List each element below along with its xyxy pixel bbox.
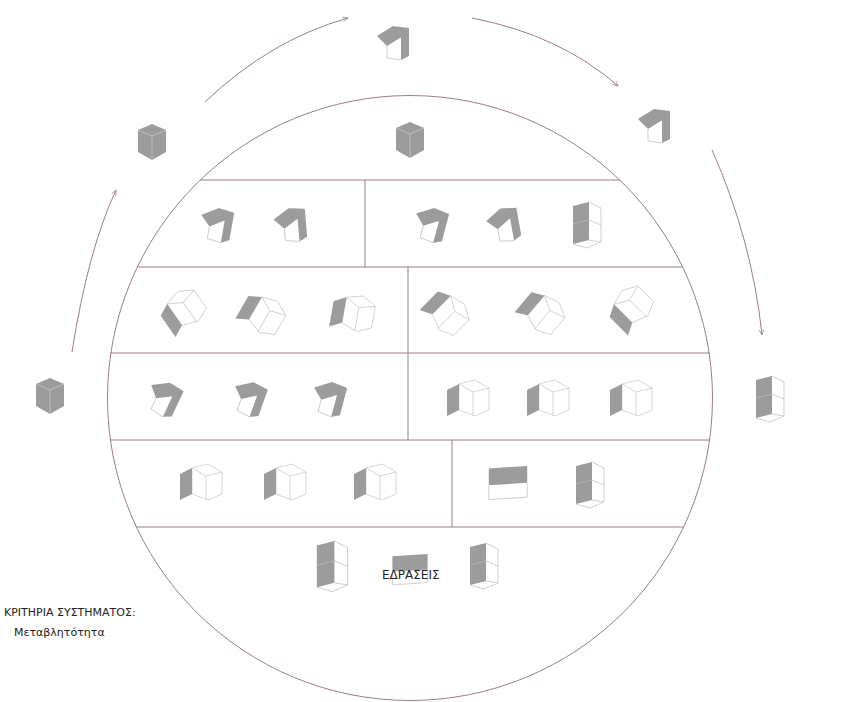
cube-glyph xyxy=(317,541,348,592)
cube-glyph xyxy=(141,376,184,420)
cube-glyph xyxy=(756,376,784,422)
cube-glyph xyxy=(515,285,570,340)
cube-glyph xyxy=(354,464,396,500)
cube-glyph xyxy=(396,122,424,158)
cube-glyph xyxy=(420,285,475,340)
cube-glyph xyxy=(603,280,658,335)
cube-glyph xyxy=(264,464,306,500)
cube-glyph xyxy=(377,26,409,60)
cube-glyph xyxy=(197,205,234,244)
criteria-note: Μεταβλητότητα xyxy=(14,626,105,639)
cube-glyph xyxy=(610,380,652,416)
band-label: ΕΔΡΑΣΕΙΣ xyxy=(382,568,440,582)
cube-glyph xyxy=(484,206,521,245)
cube-glyph xyxy=(470,543,498,589)
cube-glyph xyxy=(576,462,604,508)
cube-glyph xyxy=(447,380,489,416)
cube-glyph xyxy=(573,202,601,248)
cube-glyph xyxy=(489,466,527,500)
cube-glyph xyxy=(527,380,569,416)
criteria-note: ΚΡΙΤΗΡΙΑ ΣΥΣΤΗΜΑΤΟΣ: xyxy=(4,606,136,619)
cube-glyph xyxy=(410,204,450,245)
cube-glyph xyxy=(638,109,670,143)
cube-glyph xyxy=(155,283,210,337)
system-circle: ΕΔΡΑΣΕΙΣ xyxy=(107,95,713,701)
cube-glyph xyxy=(273,207,308,244)
cube-glyph xyxy=(227,377,269,420)
cube-glyph xyxy=(235,287,289,339)
cube-glyph xyxy=(308,378,348,419)
cube-glyph xyxy=(36,378,64,414)
cube-glyph xyxy=(138,124,166,160)
cube-glyph xyxy=(329,291,377,334)
cube-glyph xyxy=(180,464,222,500)
